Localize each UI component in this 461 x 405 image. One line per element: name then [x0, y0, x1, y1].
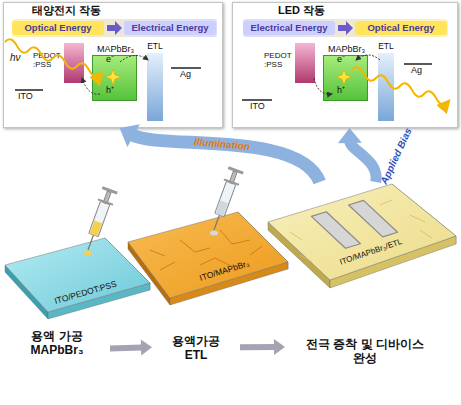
connector	[110, 340, 152, 356]
substrate-top	[268, 184, 456, 280]
panel: LED 작동 Electrical Energy Optical EnergyPED…	[232, 2, 458, 128]
etl-band: ETL	[147, 53, 163, 121]
connector	[240, 339, 285, 355]
flow-arrow	[336, 19, 354, 37]
connector-line	[110, 345, 142, 352]
edge-label: Illumination	[194, 136, 251, 152]
substrate: ITO/MAPbBr₃용액가공 ETL	[152, 208, 240, 370]
flow-arrow	[105, 19, 123, 37]
etl-band: ETL	[378, 53, 394, 121]
connector	[338, 128, 376, 182]
node-text: ETL	[372, 42, 400, 52]
node-text: 용액 가공 MAPbBr₃	[17, 330, 97, 358]
annotation-label: h⁺	[337, 86, 345, 96]
connector-line	[350, 141, 376, 182]
arrow-head	[120, 124, 140, 147]
arrow-shape	[107, 21, 122, 35]
annotation-label: e⁻	[106, 55, 114, 65]
substrate-top	[128, 212, 288, 298]
annotation-label: h⁺	[106, 86, 114, 96]
node-text: Electrical Energy	[243, 21, 335, 35]
annotation-label: ITO	[250, 102, 265, 112]
annotation-label: hν	[10, 52, 21, 63]
connector-line	[240, 344, 275, 350]
connector-line	[132, 135, 319, 182]
arrow-head	[141, 340, 152, 356]
node-text: PEDOT :PSS	[33, 51, 63, 69]
annotation-label: ITO	[18, 92, 33, 102]
node-text: 전극 증착 및 디바이스 완성	[305, 338, 425, 366]
energy-banner: Optical Energy Electrical Energy	[12, 19, 217, 37]
arrow-head	[338, 128, 362, 143]
connector	[120, 124, 320, 182]
annotation-label: e⁻	[337, 55, 345, 65]
arrow-shape	[338, 21, 353, 35]
node-text: MAPbBr₃	[320, 44, 373, 54]
pedot-band: PEDOT :PSS	[295, 43, 315, 83]
node-text: LED 작동	[278, 4, 325, 17]
energy-banner: Electrical Energy Optical Energy	[243, 19, 448, 37]
perovskite-band: MAPbBr₃	[92, 55, 137, 101]
pedot-band: PEDOT :PSS	[64, 43, 84, 83]
node-text: MAPbBr₃	[89, 44, 142, 54]
substrate: ITO/PEDOT:PSS용액 가공 MAPbBr₃	[5, 235, 110, 370]
node-text: Optical Energy	[355, 21, 447, 35]
perovskite-band: MAPbBr₃	[323, 55, 368, 101]
node-text: 태양전지 작동	[32, 4, 101, 17]
edge-label: Applied Bias	[378, 126, 414, 186]
node-text: Electrical Energy	[124, 21, 216, 35]
arrow-head	[274, 339, 285, 355]
node-text: PEDOT :PSS	[264, 51, 294, 69]
annotation-label: Ag	[411, 66, 422, 76]
substrate: ITO/MAPbBr₃/ETL전극 증착 및 디바이스 완성	[285, 182, 450, 377]
node-text: 용액가공 ETL	[166, 335, 226, 363]
panel: 태양전지 작동 Optical Energy Electrical EnergyPE…	[3, 2, 223, 128]
node-text: ETL	[141, 42, 169, 52]
node-text: Optical Energy	[12, 21, 104, 35]
annotation-label: Ag	[180, 70, 191, 80]
